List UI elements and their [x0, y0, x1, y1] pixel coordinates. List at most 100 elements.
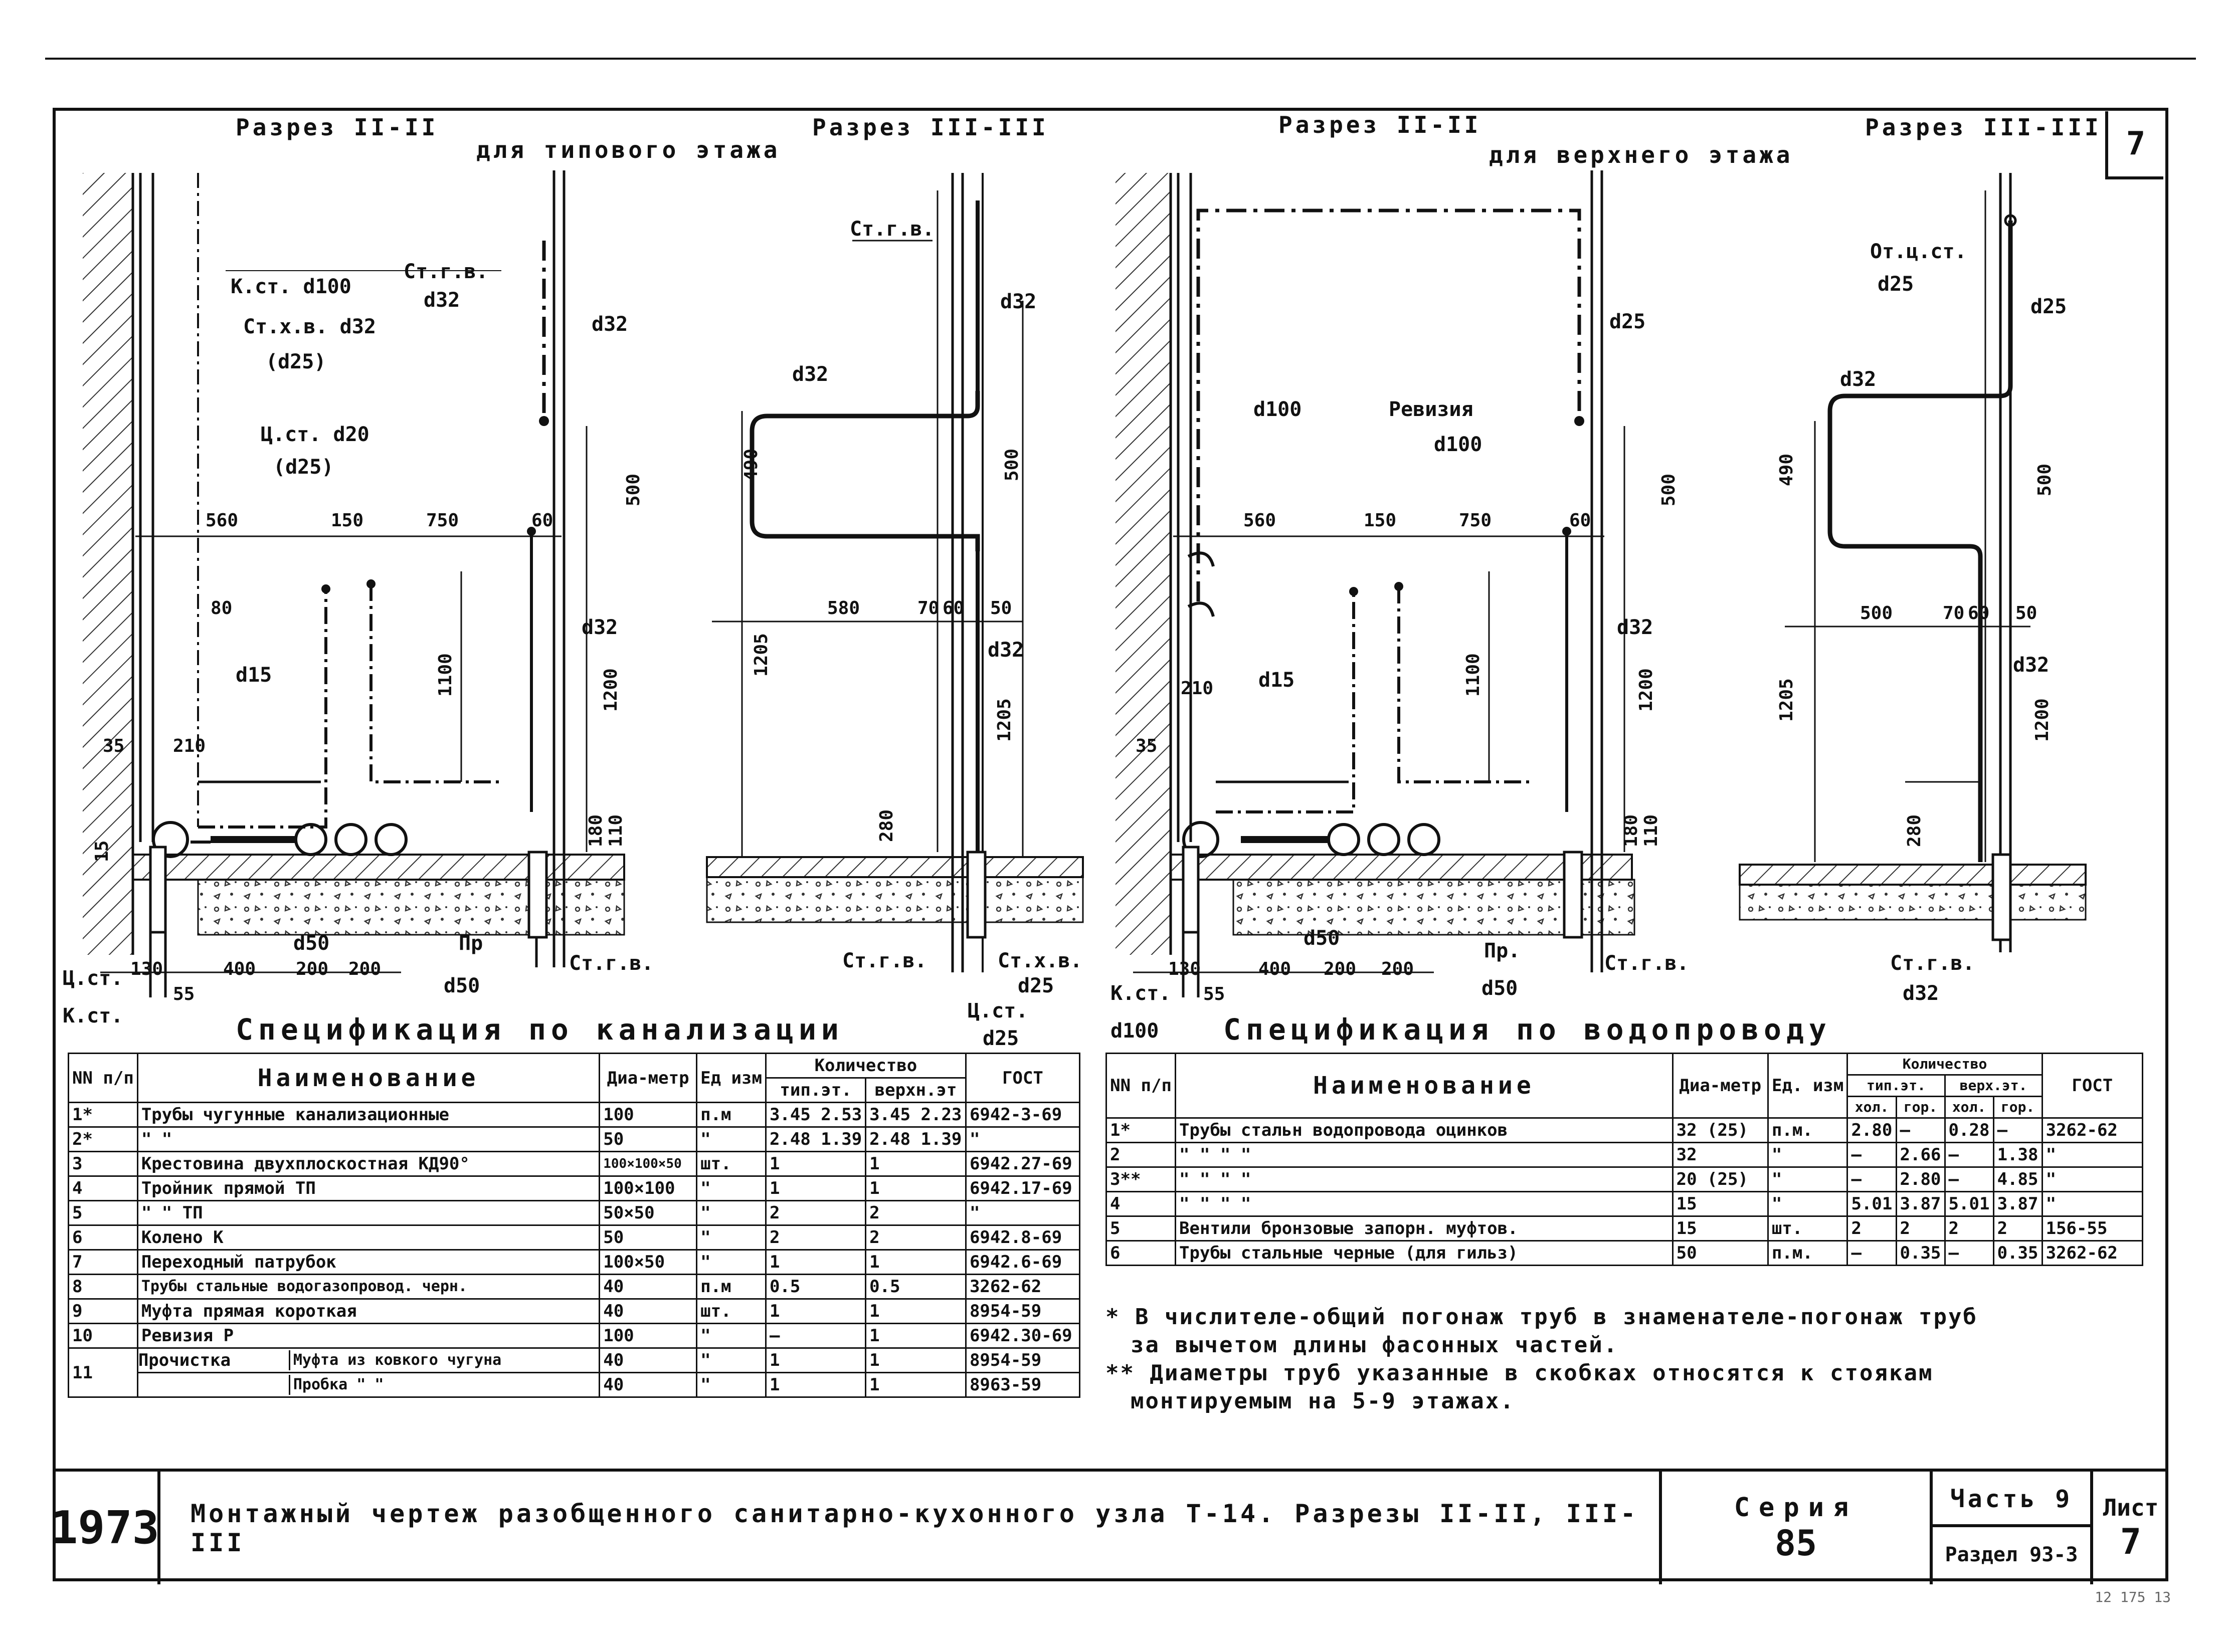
- s1-dim: 200: [296, 959, 328, 979]
- s4-dim: 50: [2015, 603, 2037, 624]
- cell: 4.85: [1992, 1166, 2043, 1192]
- s1-dim: 560: [206, 510, 238, 531]
- spec-vodo-table: NN п/п Наименование Диа-метр Ед. изм Кол…: [1105, 1053, 2144, 1266]
- s1-dim: 1200: [601, 668, 621, 712]
- s3-dim: 1100: [1463, 653, 1483, 697]
- cell: 3**: [1105, 1166, 1177, 1192]
- cell: 1: [865, 1151, 967, 1177]
- cell: п.м: [696, 1274, 767, 1300]
- cell: 1: [865, 1372, 967, 1398]
- cell: Крестовина двухплоскостная КД90°: [136, 1151, 601, 1177]
- cell: 6: [68, 1224, 138, 1251]
- cell: 40: [599, 1347, 698, 1373]
- cell: 2.48 1.39: [865, 1126, 967, 1152]
- s1-dim: 400: [223, 959, 256, 979]
- row11-sub2: Пробка " ": [288, 1375, 384, 1395]
- cell: ": [696, 1347, 767, 1373]
- cell: 3262-62: [965, 1274, 1081, 1300]
- cell: 1: [865, 1175, 967, 1201]
- cell: 2: [1846, 1215, 1897, 1242]
- cell: 40: [599, 1274, 698, 1300]
- hdr-unit: Ед изм: [696, 1053, 767, 1103]
- cell: " " " ": [1175, 1142, 1674, 1168]
- hdr-top: верх.эт.: [1944, 1074, 2043, 1097]
- cell: 1: [865, 1347, 967, 1373]
- cell: —: [1944, 1166, 1994, 1192]
- s1-d50: d50: [293, 932, 329, 955]
- s3-dim: 130: [1168, 959, 1201, 979]
- cell: 8963-59: [965, 1372, 1081, 1398]
- cell: ": [1767, 1166, 1848, 1192]
- tb-title: Монтажный чертеж разобщенного санитарно-…: [160, 1472, 1662, 1584]
- section-1-typical: К.ст. d100 Ст.г.в. d32 Ст.х.в. d32 (d25)…: [63, 170, 654, 1027]
- hdr-name: Наименование: [1175, 1053, 1674, 1119]
- tb-year: 1973: [51, 1472, 160, 1584]
- cell: 5: [1105, 1215, 1177, 1242]
- cell: ": [696, 1323, 767, 1349]
- row11-sub1: Муфта из ковкого чугуна: [288, 1350, 501, 1370]
- cell: п.м.: [1767, 1240, 1848, 1266]
- cell: 8: [68, 1274, 138, 1300]
- cell: 2.80: [1846, 1117, 1897, 1143]
- s3-dim: 750: [1459, 510, 1492, 531]
- s3-d100b: d100: [1110, 1019, 1159, 1043]
- cell: 3.87: [1992, 1191, 2043, 1217]
- spec-kanal-header-row: NN п/п Наименование Диа-метр Ед изм Коли…: [68, 1053, 1081, 1103]
- cell: 10: [68, 1323, 138, 1349]
- caption-razrez-2-top: Разрез II-II: [1278, 111, 1481, 138]
- s1-k-st-bottom: К.ст.: [63, 1004, 123, 1027]
- s4-st-g-v-bottom: Ст.г.в.: [1890, 952, 1975, 975]
- s1-dim: 750: [426, 510, 459, 531]
- s4-d25: d25: [2030, 295, 2067, 318]
- cell: 0.5: [765, 1274, 867, 1300]
- s4-dim: 500: [2034, 464, 2055, 496]
- hdr-diam: Диа-метр: [599, 1053, 698, 1103]
- s2-d32c: d32: [988, 639, 1024, 662]
- s1-dim: 200: [348, 959, 381, 979]
- s3-d50b: d50: [1304, 927, 1340, 950]
- caption-razrez-3-top: Разрез III-III: [1865, 114, 2102, 141]
- cell: Трубы стальные водогазопровод. черн.: [136, 1274, 601, 1300]
- cell: ": [696, 1372, 767, 1398]
- s1-dim: 80: [211, 598, 232, 618]
- cell: 1: [765, 1347, 867, 1373]
- s3-dim: 400: [1258, 959, 1291, 979]
- cell: 1: [865, 1249, 967, 1275]
- hdr-qty: Количество: [765, 1053, 967, 1079]
- cell: 2.80: [1895, 1166, 1946, 1192]
- cell: 1: [865, 1298, 967, 1324]
- cell: ": [965, 1126, 1081, 1152]
- s4-dim: 1200: [2032, 698, 2053, 742]
- note-1a: * В числителе-общий погонаж труб в знаме…: [1105, 1304, 1978, 1330]
- s1-dim: 15: [92, 841, 112, 862]
- s3-d25: d25: [1609, 310, 1645, 333]
- cell: 50: [599, 1224, 698, 1251]
- cell: 1: [765, 1151, 867, 1177]
- cell: 4: [1105, 1191, 1177, 1217]
- cell: 3.45 2.23: [865, 1102, 967, 1128]
- cell: 2: [765, 1224, 867, 1251]
- s2-dim: 580: [827, 598, 860, 618]
- cell: Прочистка Муфта из ковкого чугуна: [136, 1347, 601, 1373]
- s2-c-st: Ц.ст.: [968, 999, 1028, 1022]
- cell: 40: [599, 1298, 698, 1324]
- spec-vodo-subheader-row: тип.эт. верх.эт.: [1106, 1074, 2143, 1097]
- cell: 2: [1105, 1142, 1177, 1168]
- table-row: 2" " " "32"—2.66—1.38": [1105, 1142, 2144, 1168]
- cell: 6942.27-69: [965, 1151, 1081, 1177]
- cell: 9: [68, 1298, 138, 1324]
- s3-dim: 35: [1136, 736, 1157, 756]
- cell: п.м.: [1767, 1117, 1848, 1143]
- s3-d15: d15: [1258, 669, 1294, 692]
- s3-st-g-v-bottom: Ст.г.в.: [1604, 952, 1689, 975]
- cell: 50×50: [599, 1200, 698, 1226]
- s2-dim: 50: [990, 598, 1012, 618]
- page-number: 7: [2126, 125, 2146, 162]
- s2-st-g-v: Ст.г.в.: [850, 218, 935, 241]
